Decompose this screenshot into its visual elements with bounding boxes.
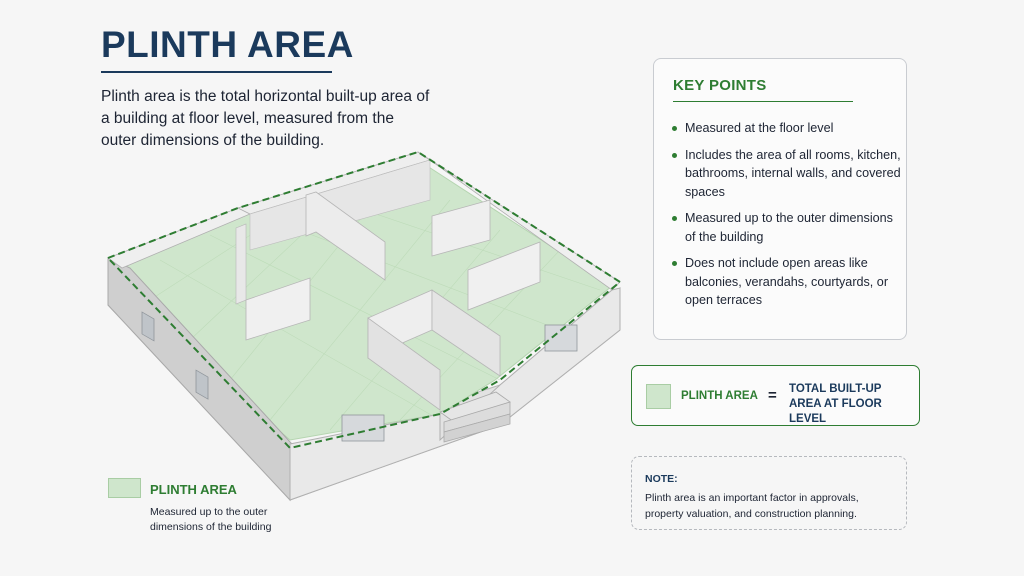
key-point-text: Measured at the floor level	[685, 121, 834, 135]
note-card: NOTE: Plinth area is an important factor…	[631, 456, 907, 530]
legend-description: Measured up to the outer dimensions of t…	[150, 506, 272, 533]
key-point-item: Measured up to the outer dimensions of t…	[669, 209, 901, 246]
interior-wall-c	[305, 191, 386, 281]
equation-right: TOTAL BUILT-UP AREA AT FLOOR LEVEL	[789, 383, 882, 425]
window-left-2	[195, 369, 209, 400]
interior-wall-d	[431, 199, 491, 257]
legend-label: PLINTH AREA	[150, 482, 237, 497]
plinth-outline	[107, 150, 622, 450]
key-point-text: Measured up to the outer dimensions of t…	[685, 211, 893, 244]
equals-sign: =	[768, 387, 777, 404]
wall-front-right	[289, 287, 621, 501]
wall-back-face	[249, 159, 431, 251]
window-left-1	[141, 311, 155, 342]
key-points-title: KEY POINTS	[673, 77, 767, 94]
interior-wall-a	[235, 223, 247, 305]
key-point-item: Measured at the floor level	[669, 119, 901, 138]
interior-wall-h	[367, 317, 441, 411]
equation-card: PLINTH AREA = TOTAL BUILT-UP AREA AT FLO…	[631, 365, 920, 426]
key-point-item: Does not include open areas like balconi…	[669, 254, 901, 310]
key-point-text: Includes the area of all rooms, kitchen,…	[685, 147, 901, 199]
equation-left: PLINTH AREA	[681, 390, 758, 402]
legend-swatch	[108, 478, 141, 498]
interior-wall-g	[431, 289, 501, 377]
equation-swatch	[646, 384, 671, 409]
interior-wall-e	[467, 241, 541, 311]
interior-wall-b	[245, 277, 311, 341]
intro-paragraph: Plinth area is the total horizontal buil…	[101, 88, 430, 149]
key-points-card: KEY POINTS Measured at the floor level I…	[653, 58, 907, 340]
bullet-icon	[672, 126, 677, 131]
key-points-underline	[673, 101, 853, 102]
window-front-1	[341, 414, 385, 442]
bullet-icon	[672, 216, 677, 221]
title-underline	[101, 71, 332, 73]
bullet-icon	[672, 261, 677, 266]
note-title: NOTE:	[645, 473, 678, 485]
key-points-list: Measured at the floor level Includes the…	[669, 119, 901, 318]
key-point-item: Includes the area of all rooms, kitchen,…	[669, 146, 901, 202]
floor-plan-illustration	[107, 150, 622, 502]
note-text: Plinth area is an important factor in ap…	[645, 492, 859, 520]
entry-steps-low	[443, 413, 511, 443]
page-title: PLINTH AREA	[101, 24, 354, 65]
key-point-text: Does not include open areas like balconi…	[685, 256, 889, 307]
bullet-icon	[672, 152, 677, 158]
